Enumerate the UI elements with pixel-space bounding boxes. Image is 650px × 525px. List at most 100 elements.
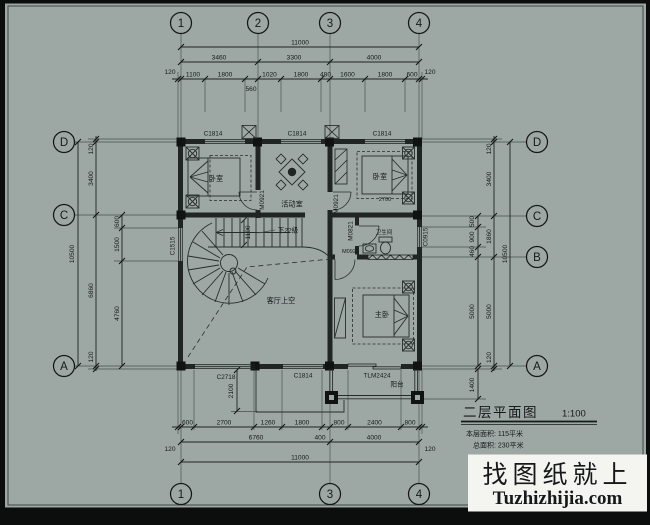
- room-label-activity: 活动室: [281, 200, 303, 209]
- flue-box: [241, 125, 257, 139]
- axis-label-top-1: 1: [178, 18, 184, 30]
- door-label: M0821: [348, 221, 355, 241]
- dim: 900: [469, 231, 476, 242]
- drawing-scale: 1:100: [562, 409, 586, 420]
- dim-bed-width: 2700: [379, 197, 391, 203]
- window-label: C1515: [170, 236, 177, 255]
- dim: 800: [333, 420, 344, 427]
- window-label: C1814: [204, 131, 223, 138]
- nightstand: [185, 146, 200, 161]
- spiral-stair-treads: [187, 230, 266, 305]
- door-swing-bedroom-right: [332, 191, 352, 211]
- activity-table: [275, 153, 309, 191]
- dim: 600: [114, 216, 121, 227]
- axis-label-top-3: 3: [327, 18, 333, 30]
- furniture: [185, 146, 415, 352]
- walls: [176, 137, 422, 371]
- dim: 120: [88, 143, 95, 154]
- window-label: C2718: [217, 374, 236, 381]
- dim: 1500: [114, 237, 121, 252]
- axis-label-left-a: A: [60, 361, 68, 373]
- watermark-slogan: 找图纸就上: [482, 461, 632, 489]
- dim-top-total: 11000: [291, 40, 309, 47]
- axis-bubble: [318, 482, 342, 506]
- void-boundary: [185, 258, 332, 361]
- axis-label-left-d: D: [60, 137, 68, 149]
- sliding-door-leaf: [347, 363, 377, 367]
- axis-label-top-2: 2: [255, 18, 261, 30]
- doors: [238, 191, 380, 280]
- sink: [362, 243, 377, 254]
- wardrobe: [334, 297, 346, 339]
- dim-left-total: 10500: [69, 245, 76, 264]
- axis-bubble: [525, 245, 549, 269]
- watermark-url: Tuzhizhijia.com: [493, 488, 623, 509]
- dim: 1800: [218, 72, 233, 79]
- dim-porch-depth: 2100: [228, 383, 235, 398]
- dim: 4000: [367, 435, 382, 442]
- axis-bubble: [407, 482, 431, 506]
- room-label-master: 主卧: [375, 310, 389, 319]
- dim: 3460: [212, 55, 227, 62]
- axis-bubble: [169, 11, 193, 35]
- dim: 1800: [294, 72, 309, 79]
- stair-label: 下22级: [278, 226, 299, 235]
- dim: 600: [406, 72, 417, 79]
- inner-border: [7, 5, 644, 506]
- dim: 120: [424, 446, 435, 453]
- stair-landing-edge: [301, 246, 332, 260]
- watermark-box: [468, 454, 647, 512]
- floor-area-note: 本层面积: 115平米: [466, 429, 523, 438]
- dim: 120: [486, 352, 493, 363]
- room-label-bathroom: 卫生间: [376, 228, 393, 236]
- axis-bubble: [525, 354, 549, 378]
- door-label: M0921: [333, 194, 340, 214]
- dim: 460: [469, 246, 476, 257]
- room-label-balcony: 阳台: [390, 380, 404, 389]
- paper-background: [5, 3, 646, 508]
- axis-label-right-b: B: [533, 252, 541, 264]
- dim: 1260: [261, 420, 276, 427]
- total-area-note: 总面积: 230平米: [473, 441, 524, 450]
- axis-bubble: [52, 354, 76, 378]
- sliding-door-leaf: [372, 366, 402, 370]
- axis-bubble: [318, 11, 342, 35]
- dim: 1800: [378, 72, 393, 79]
- nightstand: [402, 338, 415, 352]
- dim: 1800: [295, 420, 310, 427]
- spiral-stair-newel: [220, 254, 238, 272]
- door-swing-master: [334, 259, 356, 280]
- dim: 3400: [486, 171, 493, 186]
- plan-labels: 卧室 卧室 活动室 卫生间 主卧 客厅上空 阳台 C1814 C1814 C18…: [170, 131, 430, 389]
- dim-right-total: 10500: [502, 245, 509, 264]
- nightstand: [402, 280, 415, 294]
- watermark: 找图纸就上 Tuzhizhijia.com: [468, 454, 647, 512]
- door-label: M0921: [259, 190, 266, 210]
- dim: 120: [486, 143, 493, 154]
- dim: 4000: [367, 55, 382, 62]
- dim: 400: [314, 435, 325, 442]
- axis-bubble: [169, 482, 193, 506]
- dim: 120: [164, 446, 175, 453]
- dim: 1020: [262, 72, 277, 79]
- dim: 3400: [88, 171, 95, 186]
- dim: 5000: [486, 304, 493, 319]
- dimension-lines: [74, 43, 514, 466]
- staircase: 1100 下22级: [187, 216, 332, 305]
- axis-label-top-4: 4: [416, 18, 423, 30]
- dim: 2700: [217, 420, 232, 427]
- dim-bottom-total: 11000: [291, 455, 309, 462]
- bed-left: [185, 146, 252, 209]
- windows: [178, 125, 422, 370]
- axis-label-bottom-1: 1: [178, 489, 184, 501]
- balcony: [325, 369, 424, 404]
- dim: 3300: [287, 55, 302, 62]
- room-label-bedroom-left: 卧室: [209, 174, 223, 183]
- axis-bubble: [525, 130, 549, 154]
- high-window-hatch: [367, 254, 414, 261]
- axis-label-right-a: A: [533, 361, 541, 373]
- axis-bubble: [246, 11, 270, 35]
- room-label-bedroom-right: 卧室: [373, 172, 387, 181]
- dim: 5000: [469, 304, 476, 319]
